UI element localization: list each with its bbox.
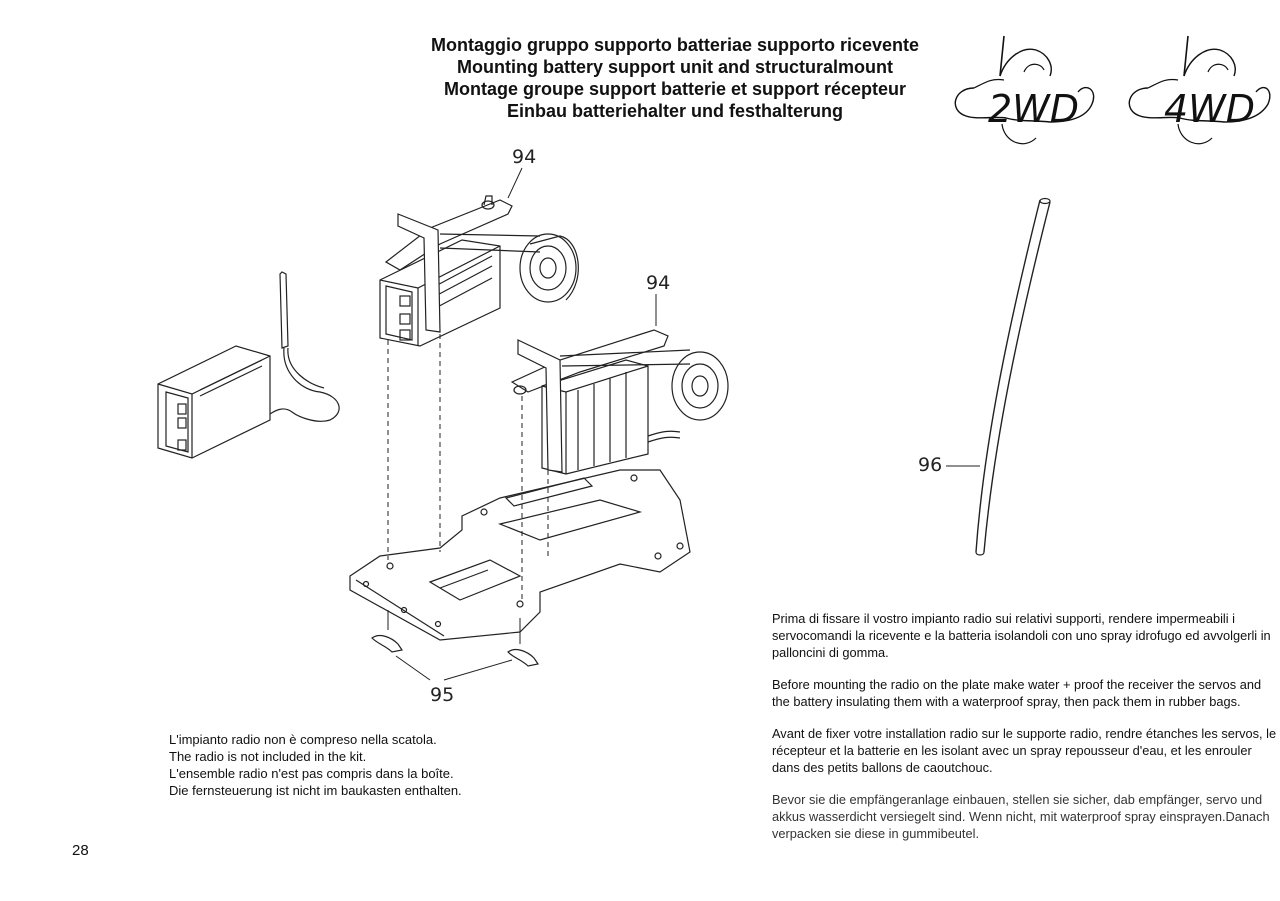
title-italian: Montaggio gruppo supporto batteriae supp…: [430, 35, 919, 55]
chassis-plate: [349, 469, 691, 641]
instructions-french: Avant de fixer votre installation radio …: [772, 726, 1277, 775]
radio-note-italian: L'impianto radio non è compreso nella sc…: [169, 732, 437, 747]
leader-lines: [387, 167, 980, 681]
servo-battery-assembly-upper: [379, 195, 579, 347]
title-english: Mounting battery support unit and struct…: [457, 57, 893, 77]
part-label-94-upper: 94: [512, 146, 537, 168]
waterproofing-instructions: Prima di fissare il vostro impianto radi…: [772, 610, 1280, 857]
tube-part-96: [975, 197, 1051, 556]
instructions-italian: Prima di fissare il vostro impianto radi…: [772, 611, 1271, 660]
title-german: Einbau batteriehalter und festhalterung: [506, 101, 844, 121]
instructions-german: Bevor sie die empfängeranlage einbauen, …: [772, 792, 1270, 841]
instructions-english: Before mounting the radio on the plate m…: [772, 677, 1262, 709]
radio-note-french: L'ensemble radio n'est pas compris dans …: [169, 766, 454, 781]
part-label-95: 95: [430, 684, 455, 706]
car-outline-icon: 2WD: [954, 35, 1095, 145]
servo-battery-assembly-lower: [510, 329, 729, 475]
clip-parts: [371, 634, 539, 667]
title-french: Montage groupe support batterie et suppo…: [443, 79, 907, 99]
alignment-guides: [387, 334, 549, 600]
receiver-illustration: [157, 271, 340, 459]
badge-2wd: 2WD: [944, 32, 1104, 157]
part-label-94-lower: 94: [646, 272, 671, 294]
badge-4wd: 4WD: [1118, 32, 1280, 157]
radio-not-included-note: L'impianto radio non è compreso nella sc…: [169, 731, 462, 799]
page-title: Montaggio gruppo supporto batteriae supp…: [390, 34, 960, 122]
badge-4wd-text: 4WD: [1164, 87, 1255, 131]
part-label-96: 96: [918, 454, 943, 476]
radio-note-german: Die fernsteuerung ist nicht im baukasten…: [169, 783, 462, 798]
radio-note-english: The radio is not included in the kit.: [169, 749, 367, 764]
car-outline-icon: 4WD: [1128, 35, 1271, 145]
badge-2wd-text: 2WD: [988, 87, 1079, 131]
page-number: 28: [72, 842, 89, 859]
